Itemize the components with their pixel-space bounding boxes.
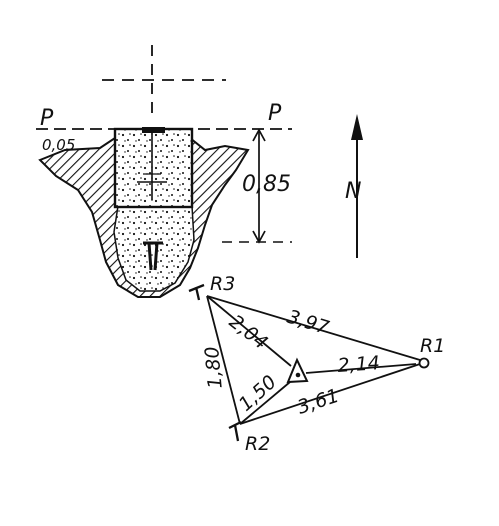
depth-dimension — [252, 128, 266, 244]
distance-r3-r2: 1,80 — [201, 346, 227, 390]
line-r3-station — [206, 295, 292, 367]
distance-station-r1: 2,14 — [337, 352, 381, 377]
distance-r3-r1: 3,97 — [285, 306, 332, 339]
label-r2: R2 — [245, 433, 270, 455]
reference-network — [188, 283, 430, 442]
station-dot — [295, 372, 301, 378]
excavation-profile — [38, 127, 250, 298]
depth-arrow-top — [252, 128, 266, 142]
plane-label-right: P — [268, 101, 282, 126]
stub-symbol — [143, 241, 163, 271]
line-station-r2 — [239, 381, 291, 425]
line-r3-r2 — [206, 295, 241, 425]
foundation-stipple — [115, 129, 192, 207]
plane-label-left: P — [40, 106, 54, 131]
r2-marker — [228, 420, 242, 442]
surface-depth-label: 0,05 — [42, 136, 75, 154]
north-arrow-head — [351, 114, 363, 140]
line-r3-r1 — [206, 295, 421, 361]
pit-stipple — [113, 205, 195, 292]
depth-label: 0,85 — [242, 172, 291, 197]
r1-marker — [418, 357, 430, 369]
line-station-r1 — [305, 363, 417, 374]
axis-lines — [36, 45, 292, 243]
label-r1: R1 — [420, 335, 445, 357]
r3-marker — [188, 283, 205, 301]
label-r3: R3 — [210, 273, 235, 295]
line-r2-r1 — [239, 363, 421, 425]
north-label: N — [345, 179, 361, 204]
depth-arrow-bottom — [252, 230, 266, 244]
distance-r2-r1: 3,61 — [295, 385, 342, 419]
station-triangle — [286, 357, 309, 384]
north-arrow: N — [345, 114, 363, 258]
